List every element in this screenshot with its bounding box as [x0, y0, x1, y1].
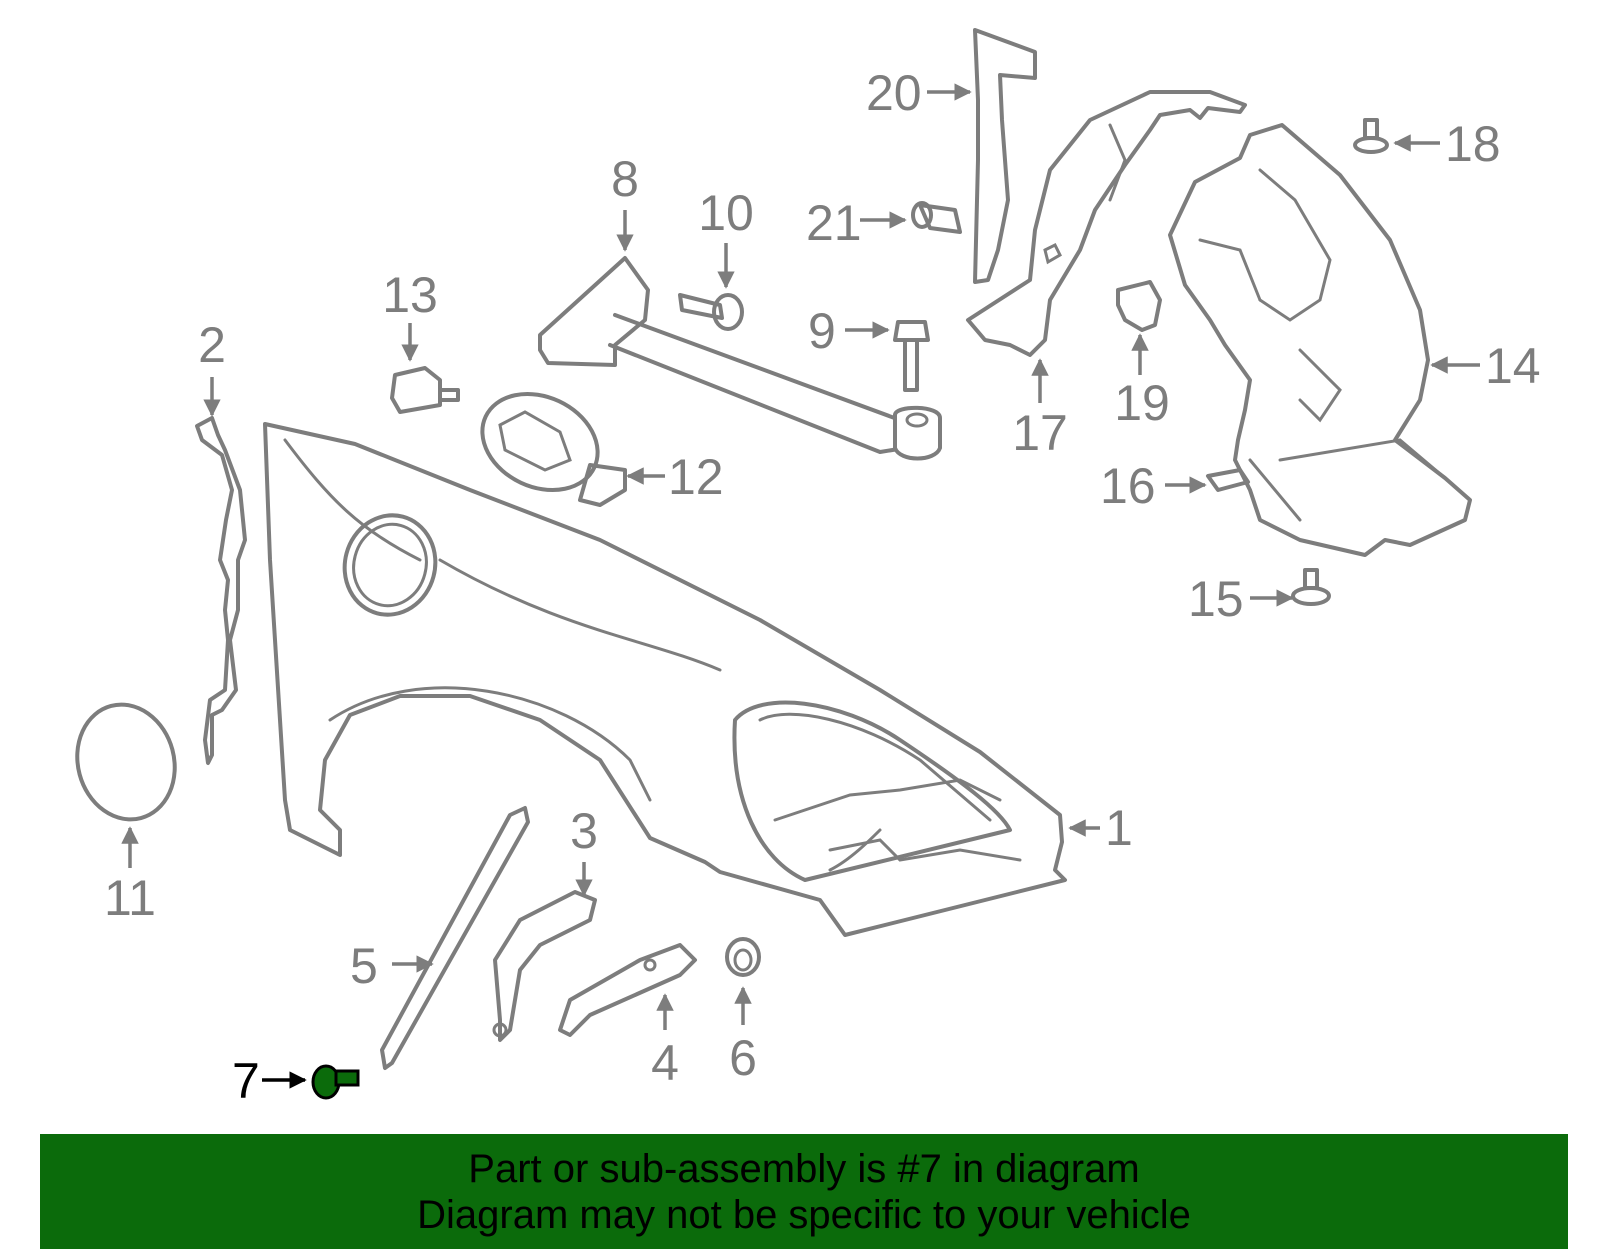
bracket-part-4	[558, 943, 697, 1037]
callout-21: 21	[806, 195, 862, 251]
screw-part-15	[1291, 568, 1331, 606]
liner-part-17	[966, 90, 1247, 357]
callout-9: 9	[808, 303, 836, 359]
callout-14: 14	[1485, 338, 1541, 394]
callout-5: 5	[350, 938, 378, 994]
callout-2: 2	[198, 317, 226, 373]
callout-4: 4	[651, 1035, 679, 1091]
bracket-part-3	[492, 890, 597, 1042]
bolt-part-10	[678, 293, 744, 331]
callout-15: 15	[1188, 571, 1244, 627]
callout-12: 12	[668, 449, 724, 505]
callout-11: 11	[104, 870, 156, 926]
fuel-door-part-12	[480, 391, 627, 507]
callout-16: 16	[1100, 458, 1156, 514]
fender-part-1	[263, 422, 1067, 937]
callout-17: 17	[1012, 405, 1068, 461]
bolt-part-7[interactable]	[311, 1064, 360, 1100]
clip-part-21	[911, 201, 962, 234]
nut-part-16	[1206, 468, 1250, 492]
callout-labels: 1 2 3 4 5 6 7 8 9 10 11 12 13 14 15 16 1…	[104, 65, 1541, 1109]
strip-part-5	[380, 806, 530, 1070]
brace-part-8	[538, 256, 942, 461]
callout-6: 6	[729, 1030, 757, 1086]
banner-line-2: Diagram may not be specific to your vehi…	[417, 1193, 1191, 1237]
callout-19: 19	[1114, 375, 1170, 431]
callout-1: 1	[1105, 800, 1133, 856]
callout-18: 18	[1445, 116, 1501, 172]
seal-part-2	[195, 416, 247, 765]
lamp-part-11	[75, 702, 177, 822]
info-banner: Part or sub-assembly is #7 in diagram Di…	[40, 1134, 1568, 1249]
clip-part-19	[1116, 280, 1162, 332]
callout-20: 20	[866, 65, 922, 121]
callout-10: 10	[698, 185, 754, 241]
callout-3: 3	[570, 803, 598, 859]
callout-8: 8	[611, 151, 639, 207]
callout-13: 13	[382, 267, 438, 323]
bolt-part-9	[893, 320, 930, 392]
splash-shield-part-14	[1168, 123, 1472, 557]
sensor-part-13	[390, 366, 460, 414]
banner-line-1: Part or sub-assembly is #7 in diagram	[468, 1147, 1140, 1191]
leader-arrows	[121, 83, 1480, 1089]
clip-part-6	[725, 937, 761, 977]
screw-part-18	[1353, 118, 1389, 154]
callout-7[interactable]: 7	[232, 1053, 260, 1109]
seal-part-20	[973, 28, 1037, 284]
